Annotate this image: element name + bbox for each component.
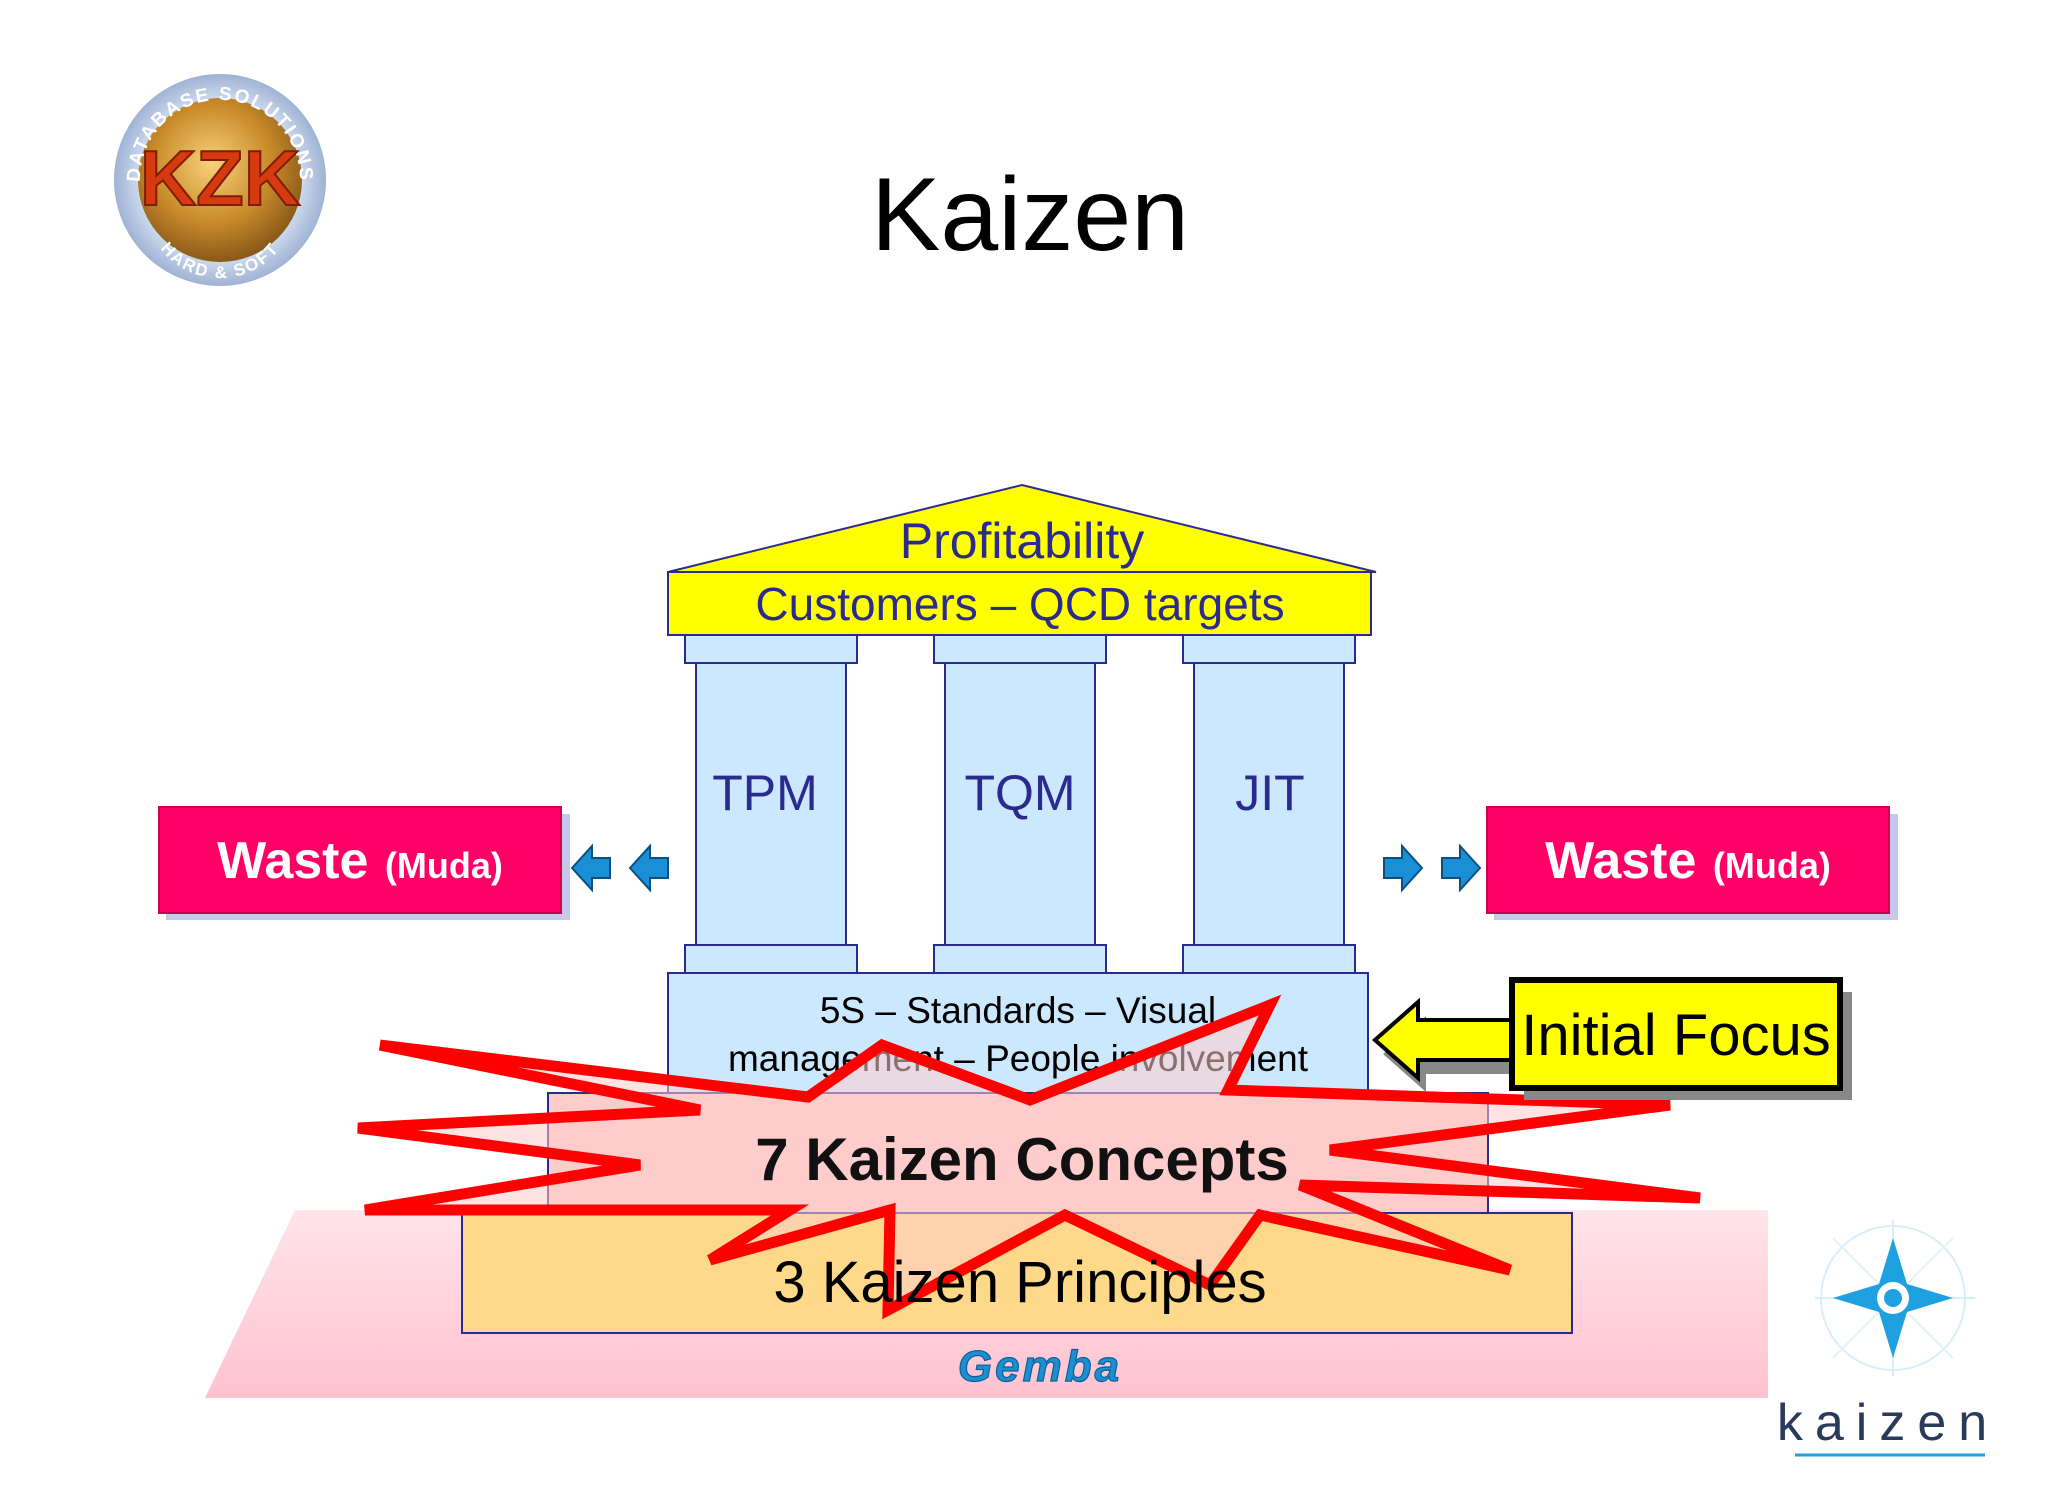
waste-text: Waste (Muda) bbox=[217, 832, 503, 890]
concepts-label: 7 Kaizen Concepts bbox=[755, 1126, 1288, 1193]
focus-panel bbox=[1509, 977, 1843, 1091]
principles-label: 3 Kaizen Principles bbox=[773, 1250, 1266, 1315]
pillar-jit: JIT bbox=[1182, 634, 1356, 974]
waste-box-right: Waste (Muda) bbox=[1486, 806, 1898, 920]
pillar-base bbox=[933, 944, 1107, 974]
pillar-base bbox=[684, 944, 858, 974]
pillar-tqm: TQM bbox=[933, 634, 1107, 974]
waste-sub: (Muda) bbox=[1713, 845, 1831, 886]
pillar-shaft bbox=[944, 662, 1096, 946]
waste-panel bbox=[158, 806, 562, 914]
beam-label: Customers – QCD targets bbox=[755, 578, 1284, 630]
starburst bbox=[357, 994, 1701, 1320]
initial-focus-label: Initial Focus bbox=[1521, 1003, 1830, 1068]
arrow-right-icon bbox=[1383, 843, 1424, 893]
roof-beam bbox=[667, 571, 1372, 636]
waste-sub: (Muda) bbox=[385, 845, 503, 886]
arrow-left-icon bbox=[628, 843, 669, 893]
pillar-tpm: TPM bbox=[684, 634, 858, 974]
logo-globe bbox=[138, 98, 302, 262]
pillar-shaft bbox=[1193, 662, 1345, 946]
pillar-capital bbox=[1182, 634, 1356, 664]
arrow-left-icon bbox=[570, 843, 611, 893]
waste-box-left: Waste (Muda) bbox=[158, 806, 570, 920]
pillar-shaft bbox=[695, 662, 847, 946]
waste-main: Waste bbox=[1545, 832, 1696, 890]
pillar-base bbox=[1182, 944, 1356, 974]
slide-title: Kaizen bbox=[871, 157, 1189, 273]
logo-monogram: KZK bbox=[140, 134, 300, 222]
pillar-label-tpm: TPM bbox=[712, 765, 818, 821]
waste-panel bbox=[1486, 806, 1890, 914]
kzk-logo: DATABASE SOLUTIONS HARD & SOFT KZK bbox=[114, 74, 326, 286]
kaizen-wordmark: kaizen bbox=[1777, 1394, 1999, 1452]
compass-dot bbox=[1884, 1289, 1902, 1307]
arrows-right bbox=[1383, 843, 1482, 893]
arrow-right-icon bbox=[1441, 843, 1482, 893]
gemba-label: Gemba bbox=[958, 1342, 1122, 1391]
kaizen-logo: kaizen bbox=[1777, 1220, 1999, 1457]
pillar-label-jit: JIT bbox=[1235, 765, 1304, 821]
pillar-capital bbox=[684, 634, 858, 664]
waste-text: Waste (Muda) bbox=[1545, 832, 1831, 890]
foundation-line-1: 5S – Standards – Visual bbox=[820, 990, 1216, 1031]
foundation-5s bbox=[667, 972, 1369, 1094]
arrows-left bbox=[570, 843, 669, 893]
waste-main: Waste bbox=[217, 832, 368, 890]
pillar-capital bbox=[933, 634, 1107, 664]
initial-focus-callout: Initial Focus bbox=[1371, 977, 1852, 1100]
roof-label: Profitability bbox=[900, 513, 1145, 569]
pillar-label-tqm: TQM bbox=[964, 765, 1075, 821]
